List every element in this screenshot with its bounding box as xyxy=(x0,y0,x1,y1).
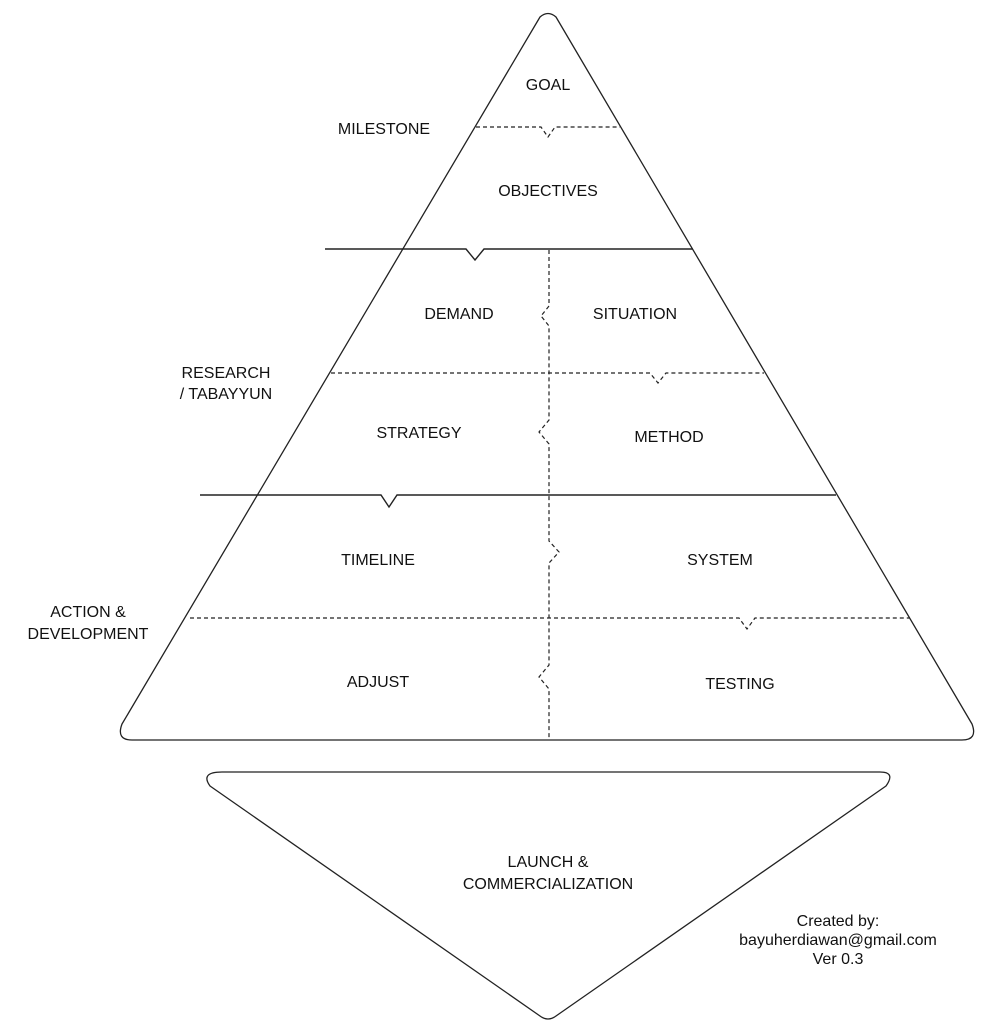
cell-adjust: ADJUST xyxy=(347,674,409,691)
phase-divider-action xyxy=(200,494,836,509)
launch-triangle xyxy=(206,771,891,1020)
row-divider-timeline xyxy=(190,617,910,631)
cell-demand: DEMAND xyxy=(424,306,493,323)
cell-method: METHOD xyxy=(634,429,703,446)
phase-action-line1: ACTION & xyxy=(50,604,126,621)
phase-action-line2: DEVELOPMENT xyxy=(28,626,149,643)
cell-strategy: STRATEGY xyxy=(376,425,461,442)
credit-email: bayuherdiawan@gmail.com xyxy=(739,932,937,949)
launch-line2: COMMERCIALIZATION xyxy=(463,876,633,893)
phase-divider-research xyxy=(325,248,693,262)
cell-timeline: TIMELINE xyxy=(341,552,415,569)
phase-research-line2: / TABAYYUN xyxy=(180,386,272,403)
credit-block: Created by: bayuherdiawan@gmail.com Ver … xyxy=(708,912,968,969)
cell-system: SYSTEM xyxy=(687,552,753,569)
credit-label: Created by: xyxy=(796,913,880,930)
phase-milestone: MILESTONE xyxy=(338,121,430,138)
phase-research-line1: RESEARCH xyxy=(182,365,271,382)
pyramid-outline xyxy=(119,12,975,741)
credit-version: Ver 0.3 xyxy=(812,951,864,968)
row-divider-goal xyxy=(476,126,620,139)
row-divider-demand xyxy=(331,372,764,384)
cell-testing: TESTING xyxy=(705,676,774,693)
column-divider xyxy=(538,250,560,740)
cell-situation: SITUATION xyxy=(593,306,677,323)
launch-line1: LAUNCH & xyxy=(508,854,589,871)
cell-goal: GOAL xyxy=(526,77,571,94)
cell-objectives: OBJECTIVES xyxy=(498,183,598,200)
